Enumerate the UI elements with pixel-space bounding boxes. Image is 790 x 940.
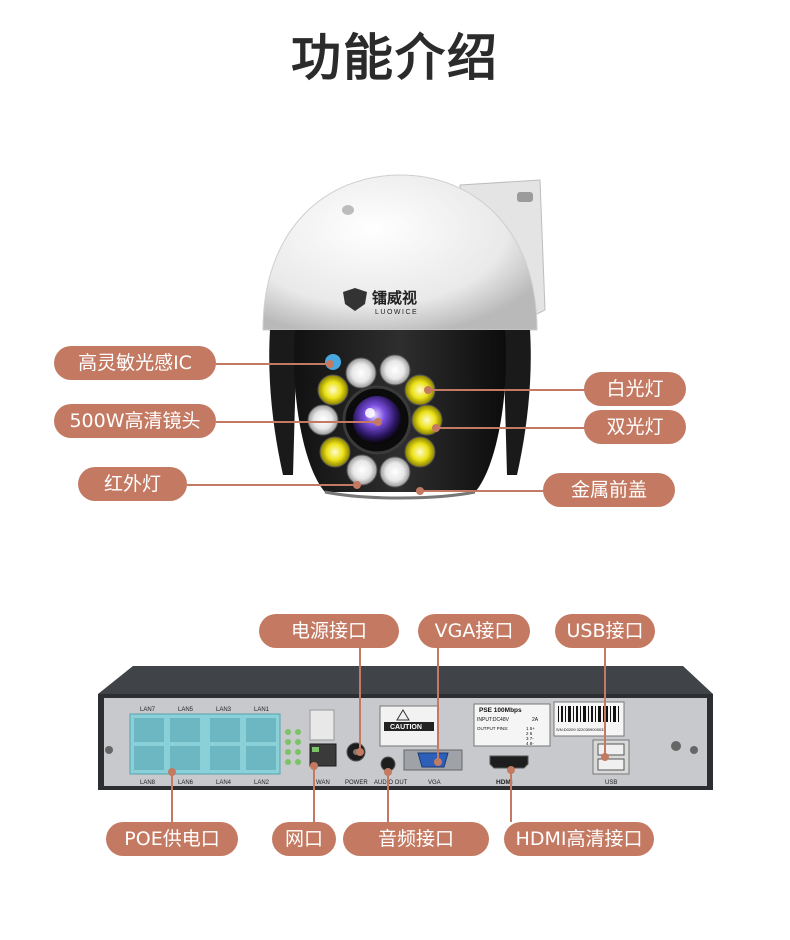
svg-text:LAN2: LAN2 [254, 780, 270, 786]
svg-text:2 6: 2 6 [526, 731, 533, 736]
svg-text:3 7-: 3 7- [526, 736, 534, 741]
svg-text:OUTPUT PINS:: OUTPUT PINS: [477, 726, 508, 731]
label-lan-port: 网口 [272, 822, 336, 856]
svg-text:AUDIO OUT: AUDIO OUT [374, 780, 408, 786]
svg-text:LAN3: LAN3 [216, 707, 232, 713]
led-array [307, 354, 443, 488]
svg-text:LAN8: LAN8 [140, 780, 156, 786]
label-usb-port: USB接口 [555, 614, 655, 648]
svg-text:HDMI: HDMI [496, 779, 513, 786]
svg-text:USB: USB [605, 780, 617, 786]
svg-text:PSE 100Mbps: PSE 100Mbps [479, 707, 522, 714]
poe-lan-ports [129, 713, 281, 775]
svg-text:LAN6: LAN6 [178, 780, 194, 786]
hdmi-port [489, 755, 529, 769]
svg-text:1 5+: 1 5+ [526, 726, 535, 731]
label-light-sensor: 高灵敏光感IC [54, 346, 216, 380]
svg-text:LAN4: LAN4 [216, 780, 232, 786]
svg-text:2A: 2A [532, 717, 539, 723]
label-white-light: 白光灯 [584, 372, 686, 406]
svg-text:INPUT:DC48V: INPUT:DC48V [477, 717, 510, 723]
label-metal-front-cover: 金属前盖 [543, 473, 675, 507]
vga-port [417, 752, 449, 768]
svg-text:WAN: WAN [316, 780, 330, 786]
svg-text:VGA: VGA [428, 780, 441, 786]
page-title: 功能介绍 [291, 29, 499, 87]
label-power-port: 电源接口 [259, 614, 399, 648]
ptz-camera-illustration: 镭威视 LUOWICE [262, 174, 546, 500]
brand-sub: LUOWICE [375, 309, 418, 316]
svg-text:4 8-: 4 8- [526, 741, 534, 746]
svg-text:POWER: POWER [345, 780, 368, 786]
label-dual-light: 双光灯 [584, 410, 686, 444]
nvr-rear-panel: LAN7 LAN5 LAN3 LAN1 LAN8 LAN6 LAN4 LAN2 … [98, 666, 713, 790]
label-audio-port: 音频接口 [343, 822, 489, 856]
svg-text:S/N:D0209 3220309000033: S/N:D0209 3220309000033 [556, 727, 606, 732]
label-vga-port: VGA接口 [418, 614, 530, 648]
svg-text:CAUTION: CAUTION [390, 724, 422, 731]
label-infrared-light: 红外灯 [78, 467, 187, 501]
label-lens: 500W高清镜头 [54, 404, 216, 438]
svg-text:LAN1: LAN1 [254, 707, 270, 713]
svg-text:LAN7: LAN7 [140, 707, 156, 713]
svg-text:LAN5: LAN5 [178, 707, 194, 713]
label-poe-port: POE供电口 [106, 822, 238, 856]
brand-name: 镭威视 [372, 289, 417, 307]
label-hdmi-port: HDMI高清接口 [504, 822, 654, 856]
